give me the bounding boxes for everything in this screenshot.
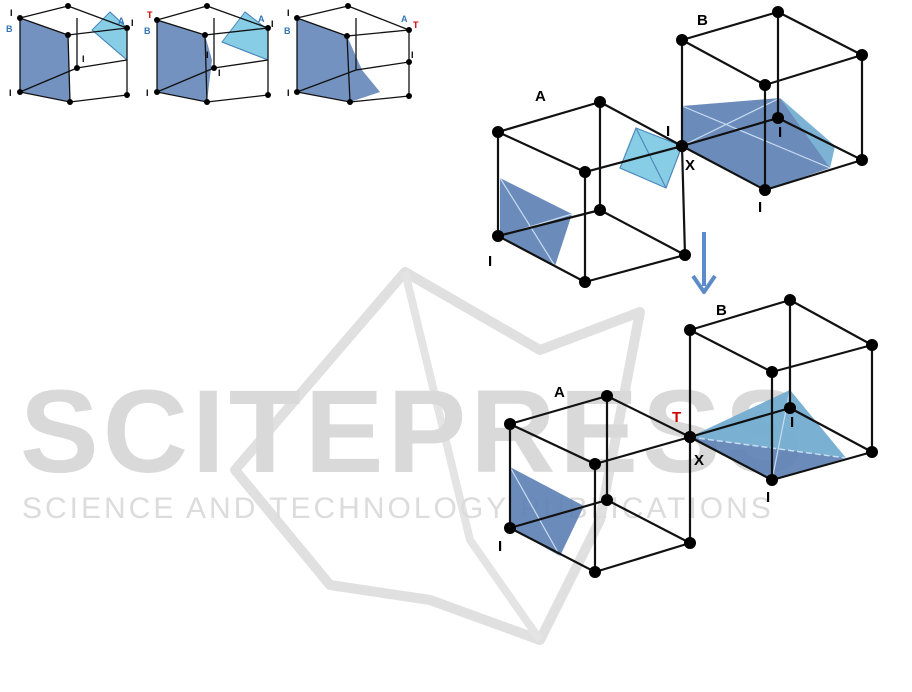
thumb3-label-a: A xyxy=(401,14,408,24)
thumb3-label-i-right: I xyxy=(411,50,414,60)
top-label-i-cube-a: I xyxy=(488,253,492,270)
top-label-x: X xyxy=(685,157,695,174)
top-label-b: B xyxy=(697,12,708,29)
thumb2-label-i-bottom: I xyxy=(146,88,149,98)
thumb1-label-i-bottom: I xyxy=(9,88,12,98)
top-label-i-joint: I xyxy=(666,123,670,140)
thumb3-label-i-top: I xyxy=(287,8,290,18)
thumb2-label-i-top: I xyxy=(206,50,209,60)
bottom-label-b: B xyxy=(716,302,727,319)
top-label-i-cube-b-bottom: I xyxy=(758,199,762,216)
thumbnail-cube-3: B A T I I I xyxy=(284,3,419,105)
thumb2-label-i-mid: I xyxy=(218,68,221,78)
thumb1-label-a: A xyxy=(118,16,125,26)
thumb2-label-t: T xyxy=(147,10,153,20)
thumb2-label-a: A xyxy=(258,14,265,24)
thumb3-dark-face xyxy=(297,18,380,102)
bottom-label-i-cube-a: I xyxy=(498,538,502,555)
arrow-down-icon xyxy=(693,232,715,292)
top-label-a: A xyxy=(535,88,546,105)
thumb3-label-t: T xyxy=(413,20,419,30)
bottom-label-i-cube-b-bottom: I xyxy=(766,489,770,506)
top-label-i-cube-b-inner: I xyxy=(778,124,782,141)
thumbnail-cube-1: B A I I I I xyxy=(6,3,134,105)
top-cube-a: A I I X xyxy=(488,88,695,288)
top-cube-b: B I I xyxy=(676,6,868,216)
bottom-label-a: A xyxy=(554,384,565,401)
top-cube-a-dark-face xyxy=(500,178,572,266)
thumb3-label-i-bottom: I xyxy=(287,88,290,98)
thumb1-label-i-top: I xyxy=(10,8,13,18)
bottom-label-t: T xyxy=(672,409,681,426)
thumb1-label-i-mid: I xyxy=(82,54,85,64)
thumb2-label-i-right: I xyxy=(271,19,274,29)
thumb2-label-b: B xyxy=(144,26,151,36)
thumb1-label-b: B xyxy=(6,24,13,34)
bottom-label-i-cube-b-inner: I xyxy=(790,414,794,431)
thumbnail-cube-2: T B A I I I I xyxy=(144,3,274,105)
bottom-label-x: X xyxy=(694,452,704,469)
watermark-subtitle: SCIENCE AND TECHNOLOGY PUBLICATIONS xyxy=(22,492,774,525)
thumb3-label-b: B xyxy=(284,26,291,36)
thumb1-label-i-right: I xyxy=(131,18,134,28)
